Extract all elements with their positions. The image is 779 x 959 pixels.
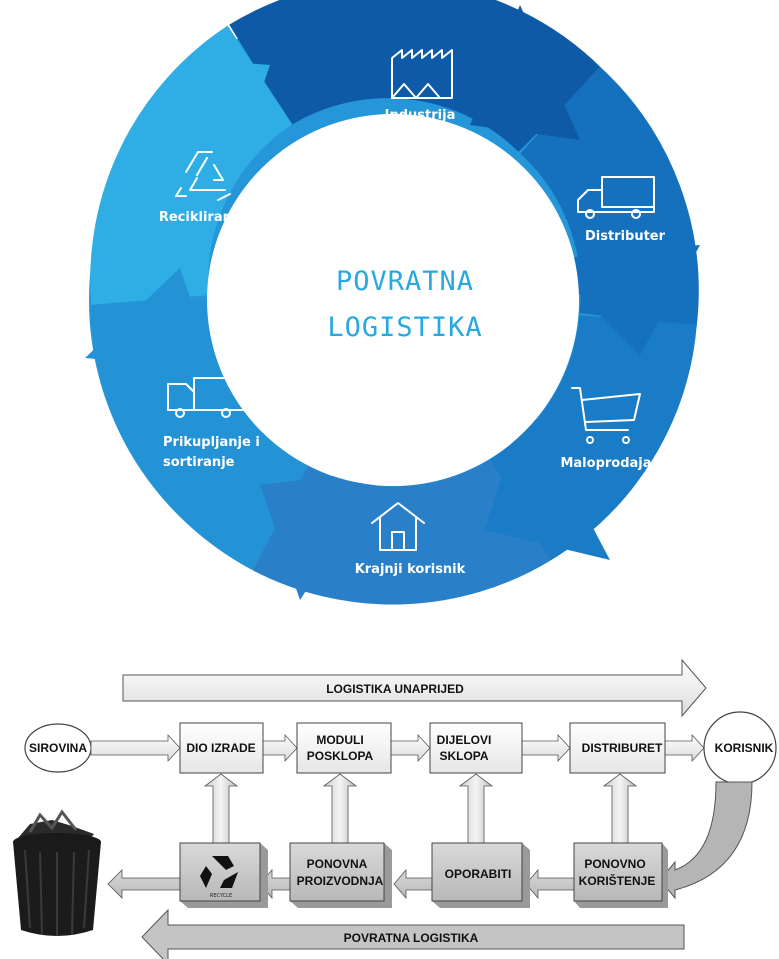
reverse-logistics-label: POVRATNA LOGISTIKA	[344, 931, 479, 945]
forward-logistics-label: LOGISTIKA UNAPRIJED	[326, 682, 464, 696]
distributer-label: DISTRIBURET	[582, 741, 663, 755]
stage-krajnji-korisnik: Krajnji korisnik	[355, 562, 466, 577]
stage-prikupljanje-line2: sortiranje	[163, 455, 235, 470]
shopping-cart-icon	[571, 387, 641, 444]
cycle-diagram: POVRATNA LOGISTIKA Industrija Distribute…	[85, 0, 700, 605]
arrowhead-industrija	[470, 5, 580, 140]
box-dio-izrade	[179, 722, 264, 774]
ponovno-label-line1: PONOVNO	[584, 857, 645, 871]
stage-prikupljanje-line1: Prikupljanje i	[163, 435, 260, 450]
forward-logistics-arrow	[122, 658, 707, 718]
center-title-line2: LOGISTIKA	[327, 312, 482, 343]
ponovno-label-line2: KORIŠTENJE	[579, 873, 656, 888]
box-distributer	[569, 722, 666, 774]
arrowhead-maloprodaja	[485, 400, 610, 560]
arrowhead-distributer	[545, 245, 700, 355]
arrow-recycle-to-bin	[107, 869, 181, 899]
box-recycle: RECYCLE	[179, 842, 268, 908]
recycle-box-label: RECYCLE	[210, 893, 232, 899]
box-ponovno-koristenje: PONOVNO KORIŠTENJE	[573, 842, 668, 908]
up-arrow-oporabiti	[458, 773, 494, 844]
ponovna-label-line1: PONOVNA	[307, 857, 368, 871]
recycle-symbol-icon	[200, 856, 238, 888]
cycle-center	[207, 114, 579, 486]
reverse-logistics-arrow	[141, 908, 685, 959]
truck-icon	[577, 176, 655, 219]
arrow-distributer-to-korisnik	[664, 733, 705, 763]
segment-recikliranje	[90, 25, 294, 305]
recycle-icon	[175, 151, 231, 201]
factory-icon	[391, 49, 453, 99]
box-moduli-posklopa	[296, 722, 392, 774]
arrow-moduli-to-dijelovi	[390, 733, 431, 763]
up-arrow-recycle	[203, 773, 239, 844]
arrow-sirovina-to-dio	[90, 733, 181, 763]
arrowhead-krajnji	[260, 470, 385, 600]
trash-bin-icon	[13, 809, 101, 936]
box-ponovna-proizvodnja: PONOVNA PROIZVODNJA	[289, 842, 392, 908]
stage-industrija: Industrija	[385, 108, 456, 123]
arrowhead-prikupljanje	[85, 268, 215, 370]
box-dijelovi-sklopa	[429, 722, 523, 774]
dijelovi-label-line2: SKLOPA	[439, 749, 488, 763]
stage-recikliranje: Recikliranje	[159, 210, 245, 225]
arrow-oporabiti-to-ponovna	[393, 868, 433, 900]
flow-diagram: LOGISTIKA UNAPRIJED SIROVINA DIO IZRADE …	[13, 658, 777, 959]
oporabiti-label: OPORABITI	[445, 867, 512, 881]
sirovina-label: SIROVINA	[29, 741, 87, 755]
return-arrow-korisnik	[659, 781, 753, 900]
center-title-line1: POVRATNA	[336, 266, 474, 297]
ponovna-label-line2: PROIZVODNJA	[297, 874, 384, 888]
moduli-label-line1: MODULI	[316, 733, 363, 747]
arrow-ponovno-to-oporabiti	[525, 868, 575, 900]
moduli-label-line2: POSKLOPA	[307, 749, 374, 763]
dio-izrade-label: DIO IZRADE	[186, 741, 255, 755]
house-icon	[371, 502, 425, 551]
arrow-dio-to-moduli	[262, 733, 298, 763]
arrow-dijelovi-to-distributer	[521, 733, 571, 763]
stage-distributer: Distributer	[585, 229, 666, 244]
dijelovi-label-line1: DIJELOVI	[437, 733, 492, 747]
up-arrow-ponovno	[602, 773, 638, 844]
collection-truck-icon	[167, 377, 245, 418]
up-arrow-ponovna	[322, 773, 358, 844]
stage-maloprodaja: Maloprodaja	[560, 456, 651, 471]
arrowhead-recikliranje	[205, 60, 270, 100]
korisnik-label: KORISNIK	[715, 741, 774, 755]
box-oporabiti: OPORABITI	[431, 842, 530, 908]
